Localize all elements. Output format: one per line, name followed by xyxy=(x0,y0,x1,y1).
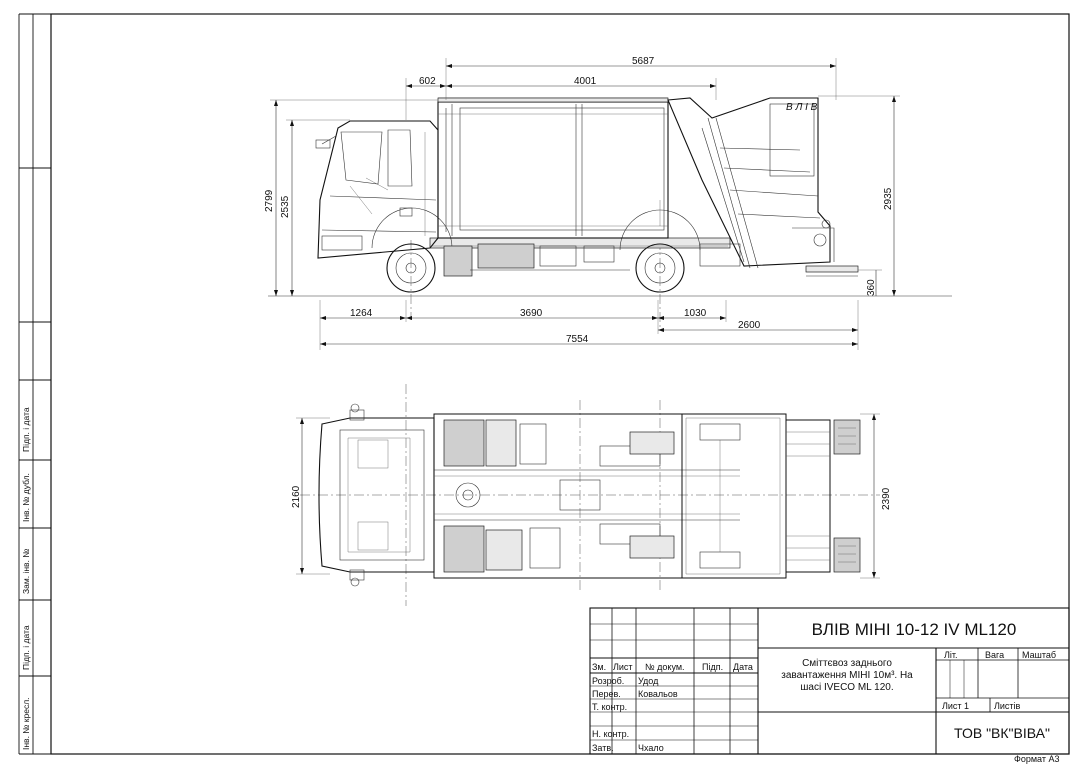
cab xyxy=(315,120,439,259)
front-wheel xyxy=(371,207,453,293)
dims-bottom: 1264 3690 1030 2600 7554 xyxy=(319,300,859,350)
label-lit: Літ. xyxy=(944,650,958,660)
sheet-frame xyxy=(50,13,1070,755)
role-checker: Перев. xyxy=(592,689,621,699)
role-approver: Затв. xyxy=(592,743,614,753)
stamp-label-inv-drawing: Інв. № кресл. xyxy=(21,697,31,750)
label-sheet-no: Лист 1 xyxy=(942,701,969,711)
dims-left: 2799 2535 xyxy=(264,99,438,296)
header-doc-no: № докум. xyxy=(645,662,685,672)
role-norm-control: Н. контр. xyxy=(592,729,629,739)
label-sheets: Листів xyxy=(994,701,1021,711)
stamp-label-repl-inv: Зам. інв. № xyxy=(21,549,31,594)
header-date: Дата xyxy=(733,662,753,672)
description-line-1: Сміттєвоз заднього xyxy=(802,658,892,669)
dims-top: 5687 602 4001 xyxy=(405,56,837,120)
dim-rear-step-height: 360 xyxy=(866,279,877,296)
dim-height-body: 2935 xyxy=(883,187,894,210)
stamp-label-sign-date-1: Підп. і дата xyxy=(21,407,31,452)
header-change: Зм. xyxy=(592,662,606,672)
header-sheet: Лист xyxy=(613,662,633,672)
dims-top-view: 2160 2390 xyxy=(291,413,892,579)
dim-body-length: 4001 xyxy=(574,76,597,87)
stamp-label-inv-dupl: Інв. № дубл. xyxy=(21,473,31,522)
role-tech-control: Т. контр. xyxy=(592,702,627,712)
label-scale: Маштаб xyxy=(1022,650,1056,660)
dim-front-overhang: 1264 xyxy=(350,308,373,319)
tailgate-hopper: В Л І В xyxy=(667,97,859,277)
dim-overall-top: 5687 xyxy=(632,56,655,67)
drawing-title: ВЛІВ МІНІ 10-12 IV ML120 xyxy=(812,620,1017,639)
role-developer: Розроб. xyxy=(592,676,624,686)
chassis-details xyxy=(443,243,741,277)
top-view: 2160 2390 xyxy=(291,384,892,606)
dim-front-overhang-top: 602 xyxy=(419,76,436,87)
title-block: ВЛІВ МІНІ 10-12 IV ML120 Сміттєвоз заднь… xyxy=(589,607,1070,755)
dim-height-total: 2799 xyxy=(264,189,275,212)
dim-overall-length: 7554 xyxy=(566,334,589,345)
dim-rear-overhang: 1030 xyxy=(684,308,707,319)
brand-mark: В Л І В xyxy=(786,102,818,113)
body-top xyxy=(681,413,861,579)
description-line-2: завантаження МІНІ 10м³. На xyxy=(781,670,913,681)
dim-wheelbase: 3690 xyxy=(520,308,543,319)
company-name: ТОВ "ВК"ВІВА" xyxy=(954,725,1050,741)
side-view: В Л І В 5687 602 4001 xyxy=(264,56,952,350)
dim-rear-length: 2600 xyxy=(738,320,761,331)
dim-height-cab: 2535 xyxy=(280,195,291,218)
side-stamp: Підп. і дата Інв. № дубл. Зам. інв. № Пі… xyxy=(18,13,51,755)
rear-wheel xyxy=(619,209,701,293)
name-approver: Чхало xyxy=(638,743,664,753)
dim-cab-width: 2160 xyxy=(291,485,302,508)
description-line-3: шасі IVECO ML 120. xyxy=(800,682,893,693)
label-mass: Вага xyxy=(985,650,1004,660)
name-developer: Удод xyxy=(638,676,659,686)
cab-top xyxy=(318,403,435,587)
format-label: Формат А3 xyxy=(1014,754,1059,764)
dims-right: 2935 360 xyxy=(818,95,900,296)
header-signature: Підп. xyxy=(702,662,723,672)
chassis-top xyxy=(433,413,740,579)
name-checker: Ковальов xyxy=(638,689,678,699)
dim-body-width: 2390 xyxy=(881,487,892,510)
compactor-body xyxy=(437,97,669,239)
stamp-label-sign-date-2: Підп. і дата xyxy=(21,625,31,670)
